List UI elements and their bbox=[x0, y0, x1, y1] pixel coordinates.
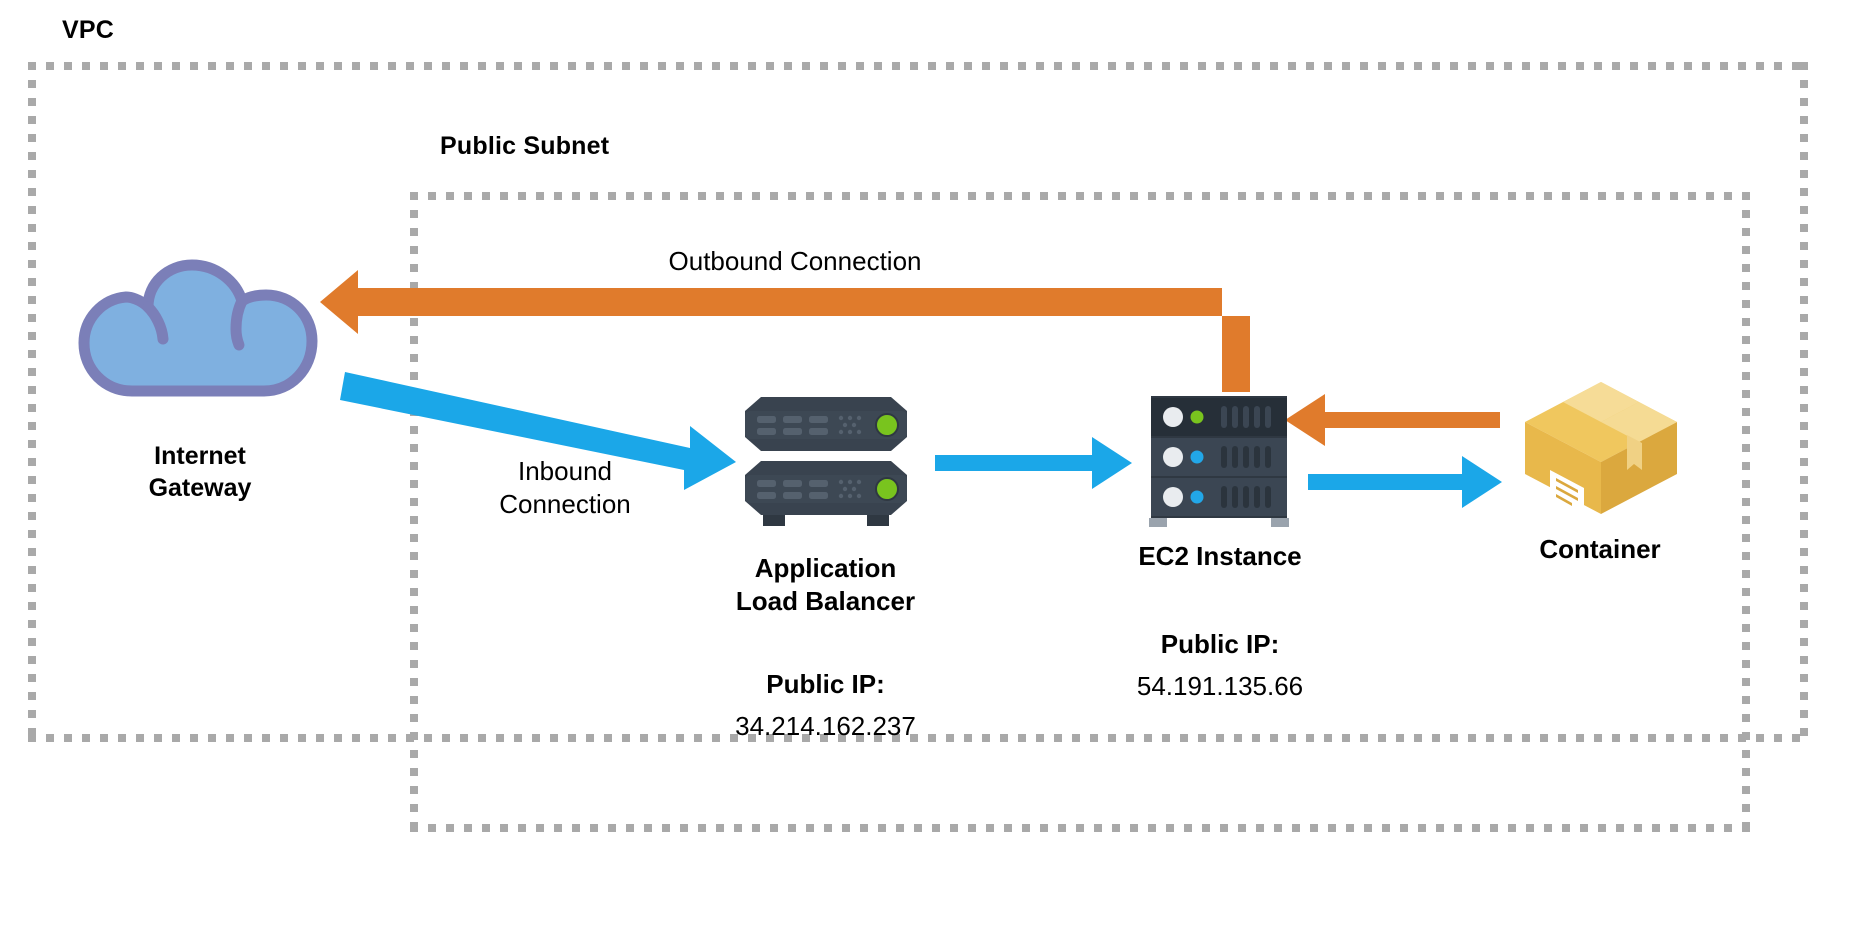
container-label: Container bbox=[1539, 534, 1661, 564]
ec2-instance-label: EC2 Instance bbox=[1138, 541, 1302, 571]
subnet-border-bottom bbox=[410, 824, 1750, 832]
rack-unit-bottom bbox=[745, 461, 907, 515]
vpc-boundary bbox=[28, 62, 1808, 742]
vpc-border-left bbox=[28, 62, 36, 742]
vpc-border-bottom bbox=[28, 734, 1808, 742]
server-bay-3 bbox=[1151, 478, 1287, 516]
public-subnet-label: Public Subnet bbox=[440, 132, 610, 160]
inbound-connection-label: Inbound Connection bbox=[499, 456, 631, 520]
subnet-border-top bbox=[410, 192, 1750, 200]
rack-unit-top bbox=[745, 397, 907, 451]
alb-public-ip-label: Public IP: bbox=[766, 669, 885, 699]
vpc-border-right bbox=[1800, 62, 1808, 742]
ec2-public-ip-value: 54.191.135.66 bbox=[1136, 671, 1304, 701]
ec2-instance-node[interactable] bbox=[1145, 392, 1295, 532]
server-tower-icon bbox=[1149, 396, 1289, 527]
vpc-label: VPC bbox=[62, 16, 115, 44]
container-node[interactable] bbox=[1520, 378, 1682, 518]
subnet-border-left bbox=[410, 192, 418, 832]
cloud-icon bbox=[78, 259, 318, 397]
load-balancer-icon bbox=[745, 397, 907, 526]
internet-gateway-node[interactable] bbox=[70, 245, 330, 413]
vpc-border-top bbox=[28, 62, 1808, 70]
ec2-public-ip-label: Public IP: bbox=[1160, 629, 1280, 659]
outbound-connection-label: Outbound Connection bbox=[668, 246, 922, 276]
server-bay-1 bbox=[1151, 398, 1287, 436]
subnet-border-right bbox=[1742, 192, 1750, 832]
internet-gateway-label: Internet Gateway bbox=[148, 442, 252, 502]
application-load-balancer-label: Application Load Balancer bbox=[735, 553, 916, 617]
server-bay-2 bbox=[1151, 438, 1287, 476]
package-box-icon bbox=[1525, 382, 1677, 514]
alb-public-ip-value: 34.214.162.237 bbox=[735, 711, 916, 741]
application-load-balancer-node[interactable] bbox=[735, 393, 917, 533]
public-subnet-boundary bbox=[410, 192, 1750, 832]
